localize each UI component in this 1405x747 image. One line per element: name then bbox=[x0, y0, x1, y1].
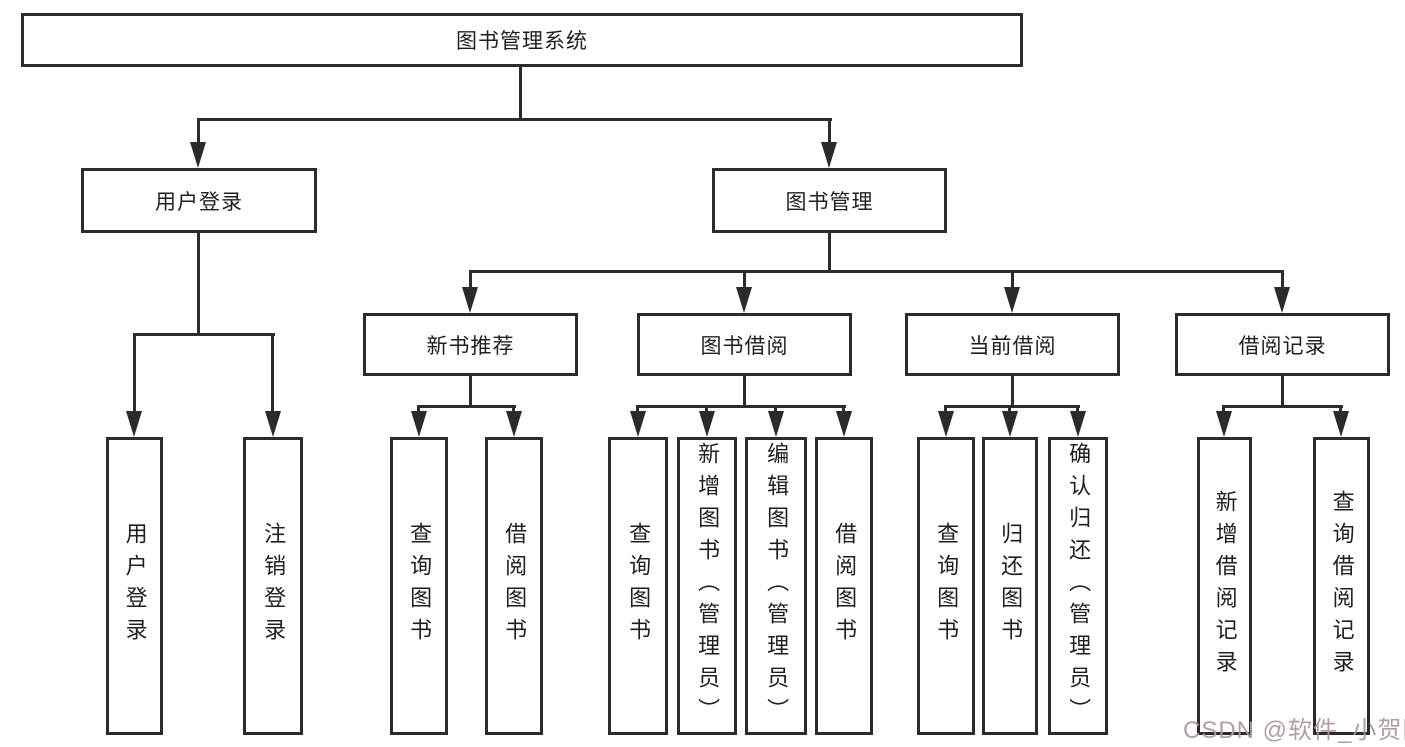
node-current-borrowing-label: 当前借阅 bbox=[968, 334, 1057, 358]
node-borrowing-records-label: 借阅记录 bbox=[1238, 334, 1327, 358]
arrowhead bbox=[736, 287, 752, 313]
arrowhead bbox=[126, 411, 142, 437]
leaf-newrec-query-books-label: 查询图书 bbox=[407, 522, 433, 650]
node-new-book-recommendation: 新书推荐 bbox=[363, 313, 578, 376]
node-user-login: 用户登录 bbox=[81, 168, 317, 233]
leaf-user-login: 用户登录 bbox=[106, 437, 163, 735]
connector-line bbox=[417, 405, 420, 415]
connector-line bbox=[1222, 405, 1225, 415]
leaf-borrow-borrow-books: 借阅图书 bbox=[815, 437, 873, 735]
connector-line bbox=[636, 405, 846, 408]
connector-line bbox=[1011, 376, 1014, 408]
leaf-records-query-record-label: 查询借阅记录 bbox=[1329, 490, 1355, 682]
arrowhead bbox=[190, 142, 206, 168]
leaf-borrow-add-books-admin: 新增图书（管理员） bbox=[677, 437, 737, 735]
arrowhead bbox=[630, 411, 646, 437]
leaf-borrow-edit-books-admin-label: 编辑图书（管理员） bbox=[764, 442, 790, 730]
arrowhead bbox=[265, 411, 281, 437]
leaf-records-add-record-label: 新增借阅记录 bbox=[1212, 490, 1238, 682]
node-book-borrowing: 图书借阅 bbox=[637, 313, 852, 376]
leaf-current-query-books-label: 查询图书 bbox=[934, 522, 960, 650]
connector-line bbox=[197, 118, 200, 146]
node-user-login-label: 用户登录 bbox=[155, 190, 243, 214]
connector-line bbox=[519, 67, 522, 118]
connector-line bbox=[1008, 405, 1011, 415]
arrowhead bbox=[1274, 287, 1290, 313]
node-book-management-label: 图书管理 bbox=[785, 190, 874, 214]
arrowhead bbox=[699, 411, 715, 437]
connector-line bbox=[842, 405, 845, 415]
arrowhead bbox=[411, 411, 427, 437]
arrowhead bbox=[462, 287, 478, 313]
node-root-label: 图书管理系统 bbox=[456, 30, 588, 53]
arrowhead bbox=[938, 411, 954, 437]
connector-line bbox=[1281, 376, 1284, 408]
leaf-newrec-borrow-books-label: 借阅图书 bbox=[502, 522, 528, 650]
leaf-logout-label: 注销登录 bbox=[261, 522, 287, 650]
connector-line bbox=[944, 405, 1080, 408]
leaf-current-confirm-return-admin: 确认归还（管理员） bbox=[1048, 437, 1108, 735]
connector-line bbox=[133, 333, 275, 336]
connector-line bbox=[197, 118, 832, 121]
connector-line bbox=[197, 233, 200, 336]
connector-line bbox=[1222, 405, 1343, 408]
connector-line bbox=[417, 405, 516, 408]
arrowhead bbox=[1333, 411, 1349, 437]
connector-line bbox=[469, 270, 1284, 273]
leaf-logout: 注销登录 bbox=[243, 437, 303, 735]
arrowhead bbox=[1002, 411, 1018, 437]
connector-line bbox=[743, 376, 746, 408]
connector-line bbox=[1339, 405, 1342, 415]
leaf-current-query-books: 查询图书 bbox=[917, 437, 975, 735]
arrowhead bbox=[506, 411, 522, 437]
connector-line bbox=[1281, 270, 1284, 290]
leaf-current-return-books-label: 归还图书 bbox=[998, 522, 1024, 650]
leaf-borrow-borrow-books-label: 借阅图书 bbox=[832, 522, 858, 650]
leaf-borrow-query-books: 查询图书 bbox=[608, 437, 668, 735]
arrowhead bbox=[821, 142, 837, 168]
leaf-user-login-label: 用户登录 bbox=[122, 522, 148, 650]
connector-line bbox=[469, 376, 472, 408]
connector-line bbox=[944, 405, 947, 415]
leaf-borrow-add-books-admin-label: 新增图书（管理员） bbox=[695, 442, 721, 730]
leaf-borrow-query-books-label: 查询图书 bbox=[626, 522, 652, 650]
connector-line bbox=[636, 405, 639, 415]
connector-line bbox=[1011, 270, 1014, 290]
leaf-newrec-borrow-books: 借阅图书 bbox=[485, 437, 543, 735]
node-book-management: 图书管理 bbox=[712, 168, 947, 233]
connector-line bbox=[828, 233, 831, 273]
leaf-current-return-books: 归还图书 bbox=[982, 437, 1038, 735]
node-root: 图书管理系统 bbox=[21, 13, 1023, 67]
leaf-records-query-record: 查询借阅记录 bbox=[1313, 437, 1370, 735]
arrowhead bbox=[1004, 287, 1020, 313]
watermark: CSDN @软件_小贺同学 bbox=[1183, 717, 1405, 744]
leaf-newrec-query-books: 查询图书 bbox=[390, 437, 448, 735]
connector-line bbox=[1076, 405, 1079, 415]
arrowhead bbox=[1070, 411, 1086, 437]
connector-line bbox=[271, 333, 274, 413]
connector-line bbox=[512, 405, 515, 415]
node-book-borrowing-label: 图书借阅 bbox=[700, 334, 789, 358]
arrowhead bbox=[1216, 411, 1232, 437]
node-borrowing-records: 借阅记录 bbox=[1175, 313, 1390, 376]
leaf-current-confirm-return-admin-label: 确认归还（管理员） bbox=[1066, 442, 1092, 730]
leaf-borrow-edit-books-admin: 编辑图书（管理员） bbox=[745, 437, 807, 735]
connector-line bbox=[774, 405, 777, 415]
arrowhead bbox=[836, 411, 852, 437]
node-current-borrowing: 当前借阅 bbox=[905, 313, 1120, 376]
node-new-book-recommendation-label: 新书推荐 bbox=[426, 334, 515, 358]
connector-line bbox=[743, 270, 746, 290]
connector-line bbox=[469, 270, 472, 290]
connector-line bbox=[828, 118, 831, 146]
arrowhead bbox=[768, 411, 784, 437]
leaf-records-add-record: 新增借阅记录 bbox=[1197, 437, 1252, 735]
connector-line bbox=[705, 405, 708, 415]
connector-line bbox=[133, 333, 136, 413]
